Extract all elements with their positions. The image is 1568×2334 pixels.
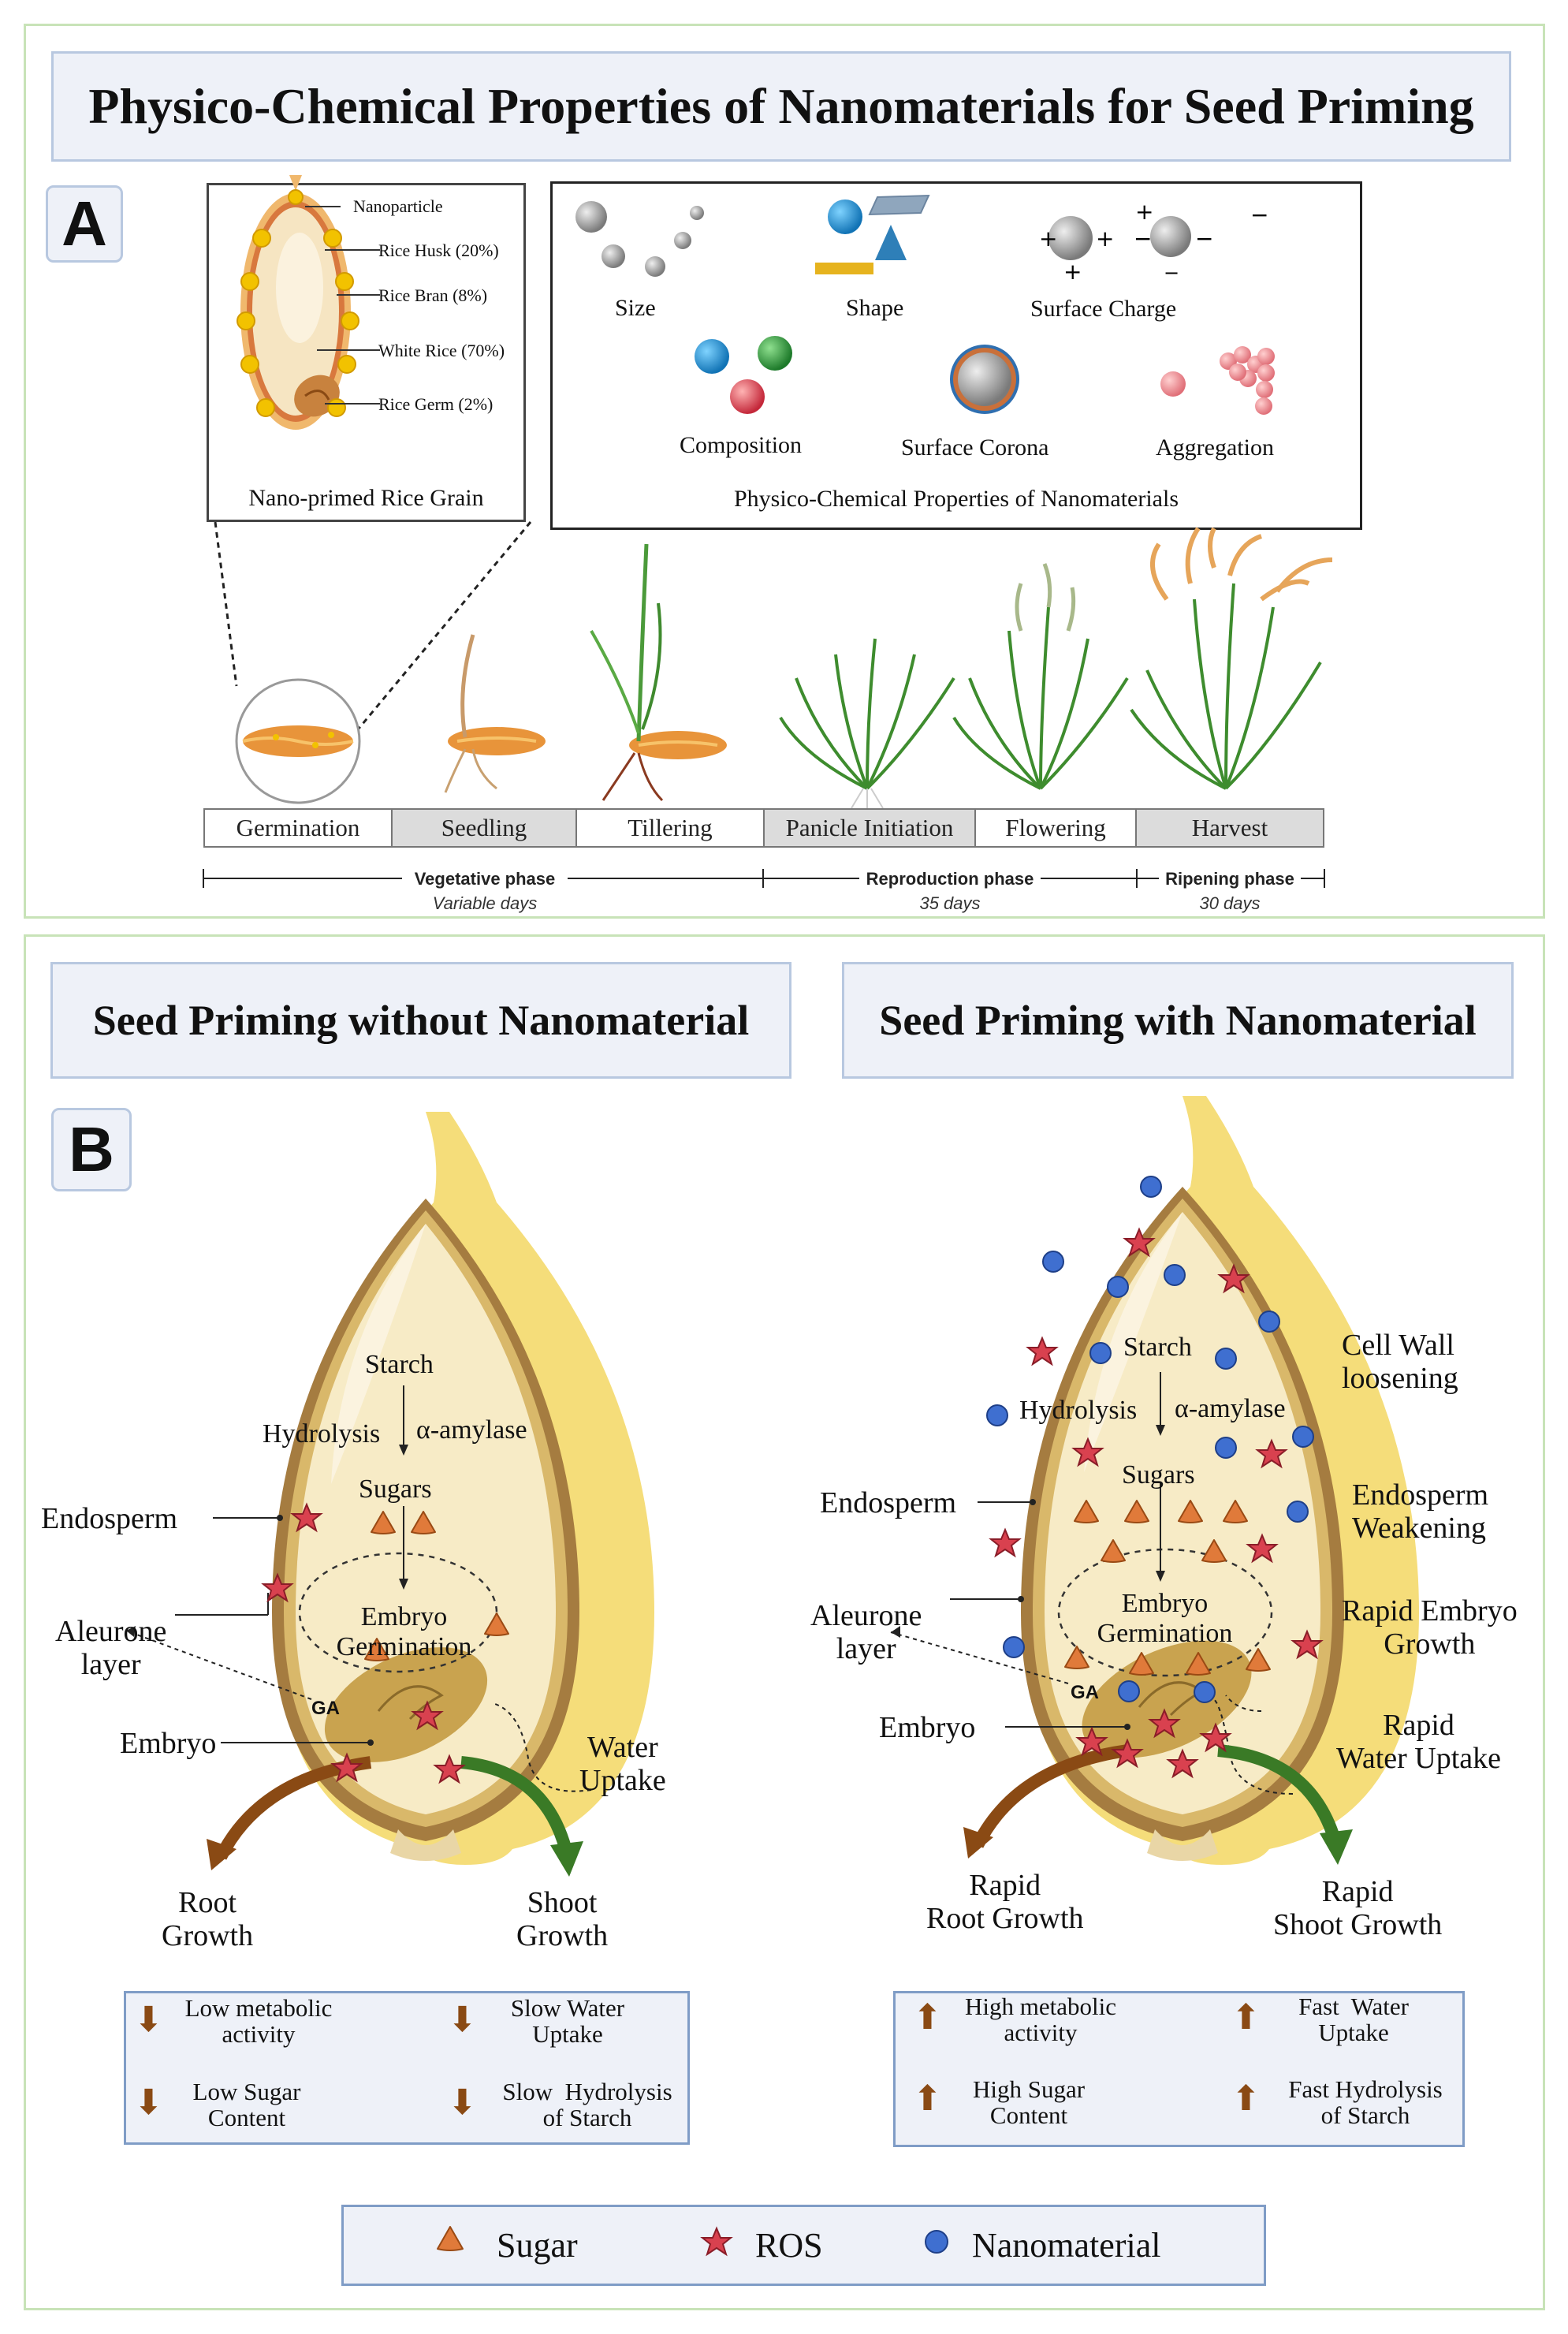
rapid-shoot-growth-label: Rapid Shoot Growth bbox=[1273, 1875, 1443, 1941]
header-without-nanomaterial: Seed Priming without Nanomaterial bbox=[50, 962, 791, 1079]
summary-right-item-2: Fast Water Uptake bbox=[1298, 1993, 1409, 2046]
svg-text:+: + bbox=[1063, 259, 1082, 285]
panel-b-letter: B bbox=[51, 1108, 132, 1191]
summary-right-item-1: High metabolic activity bbox=[965, 1993, 1116, 2046]
grain-label-white-rice: White Rice (70%) bbox=[378, 341, 505, 360]
right-sugars: Sugars bbox=[1122, 1460, 1195, 1490]
right-ga: GA bbox=[1071, 1682, 1099, 1703]
summary-box-without bbox=[124, 1991, 690, 2145]
phase-ripening-days: 30 days bbox=[1199, 893, 1261, 913]
legend bbox=[341, 2205, 1266, 2286]
left-endosperm-label: Endosperm bbox=[41, 1502, 178, 1535]
rapid-root-growth-label: Rapid Root Growth bbox=[926, 1869, 1084, 1935]
prop-surface-corona: Surface Corona bbox=[901, 434, 1049, 460]
summary-left-item-3: Low Sugar Content bbox=[192, 2078, 301, 2131]
right-amylase: α-amylase bbox=[1175, 1394, 1286, 1423]
stage-tillering: Tillering bbox=[575, 808, 765, 848]
summary-left-item-4: Slow Hydrolysis of Starch bbox=[502, 2078, 672, 2131]
right-endosperm-label: Endosperm bbox=[820, 1486, 957, 1519]
rapid-water-uptake-label: Rapid Water Uptake bbox=[1336, 1709, 1501, 1775]
endosperm-weakening-label: Endosperm Weakening bbox=[1352, 1478, 1489, 1545]
right-aleurone-label: Aleurone layer bbox=[810, 1599, 922, 1665]
svg-text:−: − bbox=[1134, 226, 1152, 252]
stage-harvest: Harvest bbox=[1135, 808, 1324, 848]
panel-a-letter: A bbox=[46, 185, 123, 263]
header-with-nanomaterial: Seed Priming with Nanomaterial bbox=[842, 962, 1514, 1079]
prop-aggregation: Aggregation bbox=[1156, 434, 1274, 460]
left-aleurone-label: Aleurone layer bbox=[55, 1615, 167, 1681]
down-arrow-icon: ⬇ bbox=[134, 2000, 163, 2040]
stage-seedling: Seedling bbox=[391, 808, 577, 848]
right-hydrolysis: Hydrolysis bbox=[1019, 1396, 1138, 1425]
legend-nanomaterial-icon bbox=[925, 2230, 948, 2254]
stage-flowering: Flowering bbox=[974, 808, 1137, 848]
down-arrow-icon: ⬇ bbox=[134, 2082, 163, 2123]
up-arrow-icon: ⬆ bbox=[913, 2079, 942, 2119]
growth-stage-illustrations bbox=[214, 521, 1333, 809]
svg-text:−: − bbox=[1164, 262, 1179, 284]
properties-caption: Physico-Chemical Properties of Nanomater… bbox=[733, 486, 1179, 512]
down-arrow-icon: ⬇ bbox=[448, 2082, 477, 2123]
down-arrow-icon: ⬇ bbox=[448, 2000, 477, 2040]
summary-right-item-3: High Sugar Content bbox=[972, 2075, 1086, 2129]
right-embryo-label: Embryo bbox=[879, 1711, 976, 1744]
rice-grain-illustration bbox=[237, 175, 380, 430]
left-root-growth-label: Root Growth bbox=[162, 1886, 254, 1952]
phase-ripening: Ripening phase bbox=[1159, 869, 1301, 889]
legend-ros-label: ROS bbox=[755, 2226, 823, 2265]
grain-label-germ: Rice Germ (2%) bbox=[378, 394, 493, 414]
seed-illustrations bbox=[125, 1096, 1419, 1877]
phase-timeline bbox=[203, 869, 1325, 888]
left-hydrolysis: Hydrolysis bbox=[263, 1419, 381, 1448]
legend-sugar-icon bbox=[437, 2226, 464, 2251]
cell-wall-loosening-label: Cell Wall loosening bbox=[1342, 1329, 1458, 1395]
left-starch: Starch bbox=[365, 1350, 434, 1379]
up-arrow-icon: ⬆ bbox=[913, 1997, 942, 2038]
summary-left-item-1: Low metabolic activity bbox=[184, 1994, 333, 2048]
prop-size: Size bbox=[615, 295, 656, 321]
grain-label-nanoparticle: Nanoparticle bbox=[353, 196, 443, 216]
summary-left-item-2: Slow Water Uptake bbox=[510, 1994, 625, 2048]
stage-panicle-initiation: Panicle Initiation bbox=[763, 808, 976, 848]
grain-caption: Nano-primed Rice Grain bbox=[248, 485, 484, 511]
svg-text:+: + bbox=[1096, 226, 1114, 252]
phase-reproduction-days: 35 days bbox=[919, 893, 981, 913]
rapid-embryo-growth-label: Rapid Embryo Growth bbox=[1342, 1594, 1518, 1661]
right-starch: Starch bbox=[1123, 1333, 1192, 1362]
left-water-uptake-label: Water Uptake bbox=[579, 1731, 666, 1797]
svg-text:−: − bbox=[1250, 202, 1268, 228]
page-title: Physico-Chemical Properties of Nanomater… bbox=[51, 51, 1511, 162]
grain-label-bran: Rice Bran (8%) bbox=[378, 285, 488, 305]
legend-sugar-label: Sugar bbox=[497, 2226, 578, 2265]
legend-ros-icon bbox=[700, 2226, 733, 2257]
left-ga: GA bbox=[311, 1698, 340, 1719]
right-embryo-germination: Embryo Germination bbox=[1097, 1589, 1233, 1648]
svg-text:−: − bbox=[1195, 226, 1213, 252]
left-sugars: Sugars bbox=[359, 1475, 432, 1504]
phase-reproduction: Reproduction phase bbox=[859, 869, 1041, 889]
prop-surface-charge: Surface Charge bbox=[1030, 296, 1177, 322]
grain-label-husk: Rice Husk (20%) bbox=[378, 240, 499, 260]
stage-germination: Germination bbox=[203, 808, 393, 848]
left-embryo-label: Embryo bbox=[120, 1727, 217, 1760]
summary-right-item-4: Fast Hydrolysis of Starch bbox=[1288, 2075, 1443, 2129]
svg-text:+: + bbox=[1039, 226, 1057, 252]
left-embryo-germination: Embryo Germination bbox=[336, 1602, 472, 1661]
left-amylase: α-amylase bbox=[416, 1415, 527, 1445]
prop-shape: Shape bbox=[846, 295, 904, 321]
summary-box-with bbox=[893, 1991, 1465, 2147]
svg-text:+: + bbox=[1135, 199, 1153, 225]
legend-nanomaterial-label: Nanomaterial bbox=[972, 2226, 1161, 2265]
phase-vegetative: Vegetative phase bbox=[402, 869, 568, 889]
left-shoot-growth-label: Shoot Growth bbox=[516, 1886, 609, 1952]
phase-vegetative-days: Variable days bbox=[432, 893, 538, 913]
prop-composition: Composition bbox=[680, 432, 803, 458]
up-arrow-icon: ⬆ bbox=[1231, 2079, 1261, 2119]
up-arrow-icon: ⬆ bbox=[1231, 1997, 1261, 2038]
properties-icons: + + + − − + − − bbox=[575, 194, 1275, 415]
